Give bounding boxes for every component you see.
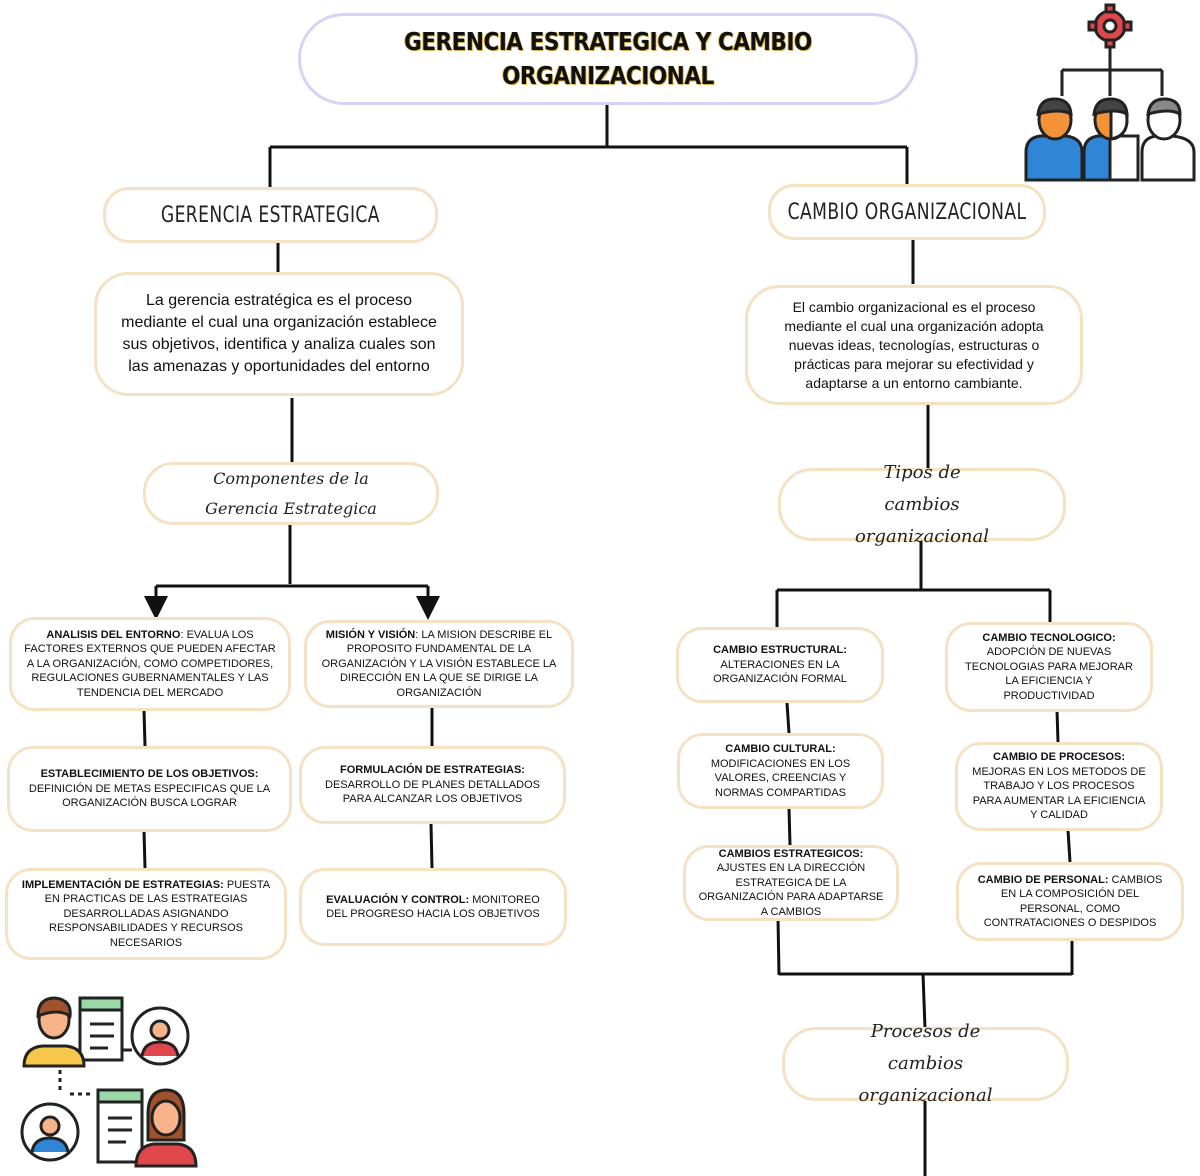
leaf-text: CAMBIOS EN LA COMPOSICIÓN DEL PERSONAL, …	[983, 873, 1163, 930]
leaf-title: CAMBIOS ESTRATEGICOS:	[718, 847, 864, 860]
definition-cambio-text: El cambio organizacional es el proceso m…	[784, 298, 1044, 391]
leaf-title: CAMBIO ESTRUCTURAL:	[713, 644, 847, 657]
definition-gerencia-text: La gerencia estratégica es el proceso me…	[121, 292, 437, 375]
leaf-title: ANALISIS DEL ENTORNO	[46, 628, 181, 641]
leaf-title: CAMBIO CULTURAL:	[725, 743, 836, 755]
leaf-title: CAMBIO DE PERSONAL:	[977, 873, 1109, 886]
leaf-text: AJUSTES EN LA DIRECCIÓN ESTRATEGICA DE L…	[698, 862, 884, 918]
leaf-cambio-cultural: CAMBIO CULTURAL: MODIFICACIONES EN LOS VA…	[677, 733, 884, 809]
leaf-title: ESTABLECIMIENTO DE LOS OBJETIVOS:	[40, 768, 259, 781]
leaf-text: DESARROLLO DE PLANES DETALLADOS PARA ALC…	[325, 778, 540, 806]
header-cambio-organizacional: CAMBIO ORGANIZACIONAL	[768, 184, 1046, 240]
title-box: GERENCIA ESTRATEGICA Y CAMBIO ORGANIZACI…	[298, 13, 918, 105]
definition-cambio: El cambio organizacional es el proceso m…	[745, 285, 1083, 405]
header-cambio-label: CAMBIO ORGANIZACIONAL	[787, 199, 1027, 225]
definition-gerencia: La gerencia estratégica es el proceso me…	[94, 272, 464, 396]
subheader-componentes: Componentes de la Gerencia Estrategica	[143, 462, 439, 525]
header-gerencia-label: GERENCIA ESTRATEGICA	[160, 202, 381, 228]
leaf-cambio-tecnologico: CAMBIO TECNOLOGICO: ADOPCIÓN DE NUEVAS TE…	[945, 622, 1153, 712]
leaf-title: FORMULACIÓN DE ESTRATEGIAS:	[340, 764, 525, 777]
leaf-formulacion-estrategias: FORMULACIÓN DE ESTRATEGIAS:DESARROLLO DE…	[299, 746, 566, 824]
leaf-text: DEFINICIÓN DE METAS ESPECIFICAS QUE LA O…	[28, 782, 271, 810]
leaf-title: IMPLEMENTACIÓN DE ESTRATEGIAS:	[21, 878, 224, 891]
leaf-cambio-personal: CAMBIO DE PERSONAL: CAMBIOS EN LA COMPOS…	[956, 862, 1184, 941]
leaf-cambio-procesos: CAMBIO DE PROCESOS:MEJORAS EN LOS METODO…	[955, 742, 1163, 831]
subheader-componentes-text: Componentes de la Gerencia Estrategica	[205, 468, 377, 518]
leaf-mision-vision: MISIÓN Y VISIÓN: LA MISION DESCRIBE EL P…	[304, 620, 574, 708]
leaf-title: MISIÓN Y VISIÓN	[325, 628, 416, 641]
leaf-cambios-estrategicos: CAMBIOS ESTRATEGICOS: AJUSTES EN LA DIRE…	[683, 845, 899, 921]
leaf-text: PUESTA EN PRACTICAS DE LAS ESTRATEGIAS D…	[44, 878, 271, 949]
team-network-icon	[20, 996, 198, 1168]
page-title: GERENCIA ESTRATEGICA Y CAMBIO ORGANIZACI…	[404, 27, 812, 90]
leaf-title: CAMBIO DE PROCESOS:	[992, 751, 1125, 764]
leaf-title: CAMBIO TECNOLOGICO:	[982, 631, 1116, 644]
leaf-evaluacion-control: EVALUACIÓN Y CONTROL: MONITOREO DEL PROG…	[299, 868, 567, 946]
leaf-text: LA MISION DESCRIBE EL PROPOSITO FUNDAMEN…	[321, 628, 557, 699]
subheader-tipos: Tipos de cambios organizacional	[778, 462, 1066, 547]
leaf-cambio-estructural: CAMBIO ESTRUCTURAL:ALTERACIONES EN LA OR…	[676, 627, 884, 703]
leaf-implementacion-estrategias: IMPLEMENTACIÓN DE ESTRATEGIAS: PUESTA EN…	[5, 868, 287, 960]
leaf-sep: :	[180, 628, 187, 641]
leaf-text: EVALUA LOS FACTORES EXTERNOS QUE PUEDEN …	[24, 628, 276, 699]
subheader-tipos-text: Tipos de cambios organizacional	[854, 461, 989, 547]
leaf-text: ADOPCIÓN DE NUEVAS TECNOLOGIAS PARA MEJO…	[965, 646, 1133, 702]
leaf-text: MEJORAS EN LOS METODOS DE TRABAJO Y LOS …	[972, 765, 1146, 822]
leaf-title: EVALUACIÓN Y CONTROL:	[326, 893, 470, 906]
leaf-analisis-entorno: ANALISIS DEL ENTORNO: EVALUA LOS FACTORE…	[9, 617, 291, 711]
leaf-text: MODIFICACIONES EN LOS VALORES, CREENCIAS…	[710, 757, 851, 799]
team-hierarchy-gear-icon	[1024, 3, 1196, 182]
subheader-procesos: Procesos de cambios organizacional	[782, 1021, 1069, 1106]
leaf-text: ALTERACIONES EN LA ORGANIZACIÓN FORMAL	[713, 658, 847, 686]
subheader-procesos-text: Procesos de cambios organizacional	[858, 1021, 993, 1106]
leaf-text: MONITOREO DEL PROGRESO HACIA LOS OBJETIV…	[326, 893, 540, 921]
leaf-establecimiento-objetivos: ESTABLECIMIENTO DE LOS OBJETIVOS:DEFINIC…	[7, 746, 292, 832]
header-gerencia-estrategica: GERENCIA ESTRATEGICA	[103, 187, 438, 243]
leaf-sep: :	[415, 628, 422, 641]
